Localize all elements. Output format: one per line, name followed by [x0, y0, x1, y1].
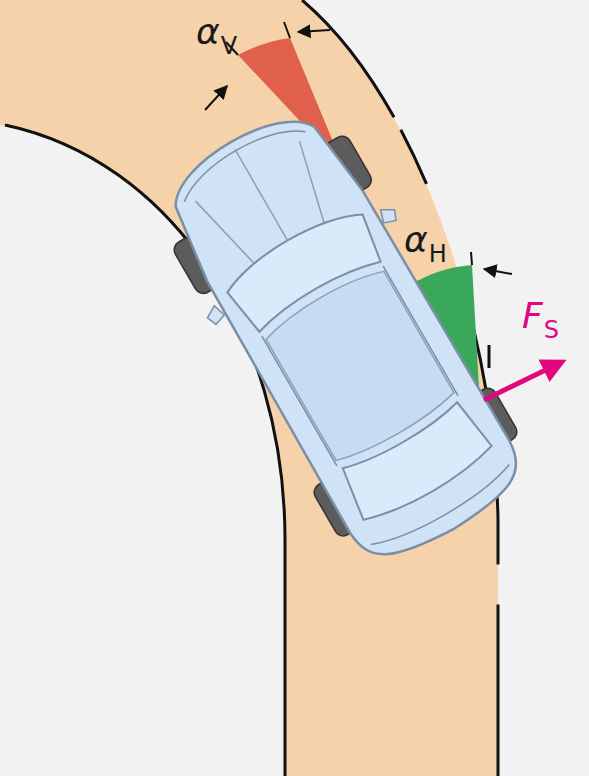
- subscript: H: [429, 240, 447, 268]
- symbol: F: [522, 295, 543, 336]
- angle-label: FS: [522, 298, 559, 334]
- subscript: S: [544, 316, 559, 344]
- angle-arrow: [205, 86, 227, 110]
- wedge-edge: [284, 22, 290, 38]
- symbol: α: [196, 11, 220, 52]
- kerb-mark: [488, 345, 491, 368]
- angle-label: αH: [404, 222, 447, 258]
- angle-arrow: [484, 269, 512, 274]
- symbol: α: [404, 219, 428, 260]
- subscript: V: [221, 32, 237, 60]
- car: [137, 88, 547, 583]
- side-force-arrow: [484, 362, 562, 400]
- angle-arrow: [298, 30, 330, 32]
- wedge-edge: [471, 252, 472, 265]
- road: [0, 0, 498, 776]
- angle-label: αV: [196, 14, 237, 50]
